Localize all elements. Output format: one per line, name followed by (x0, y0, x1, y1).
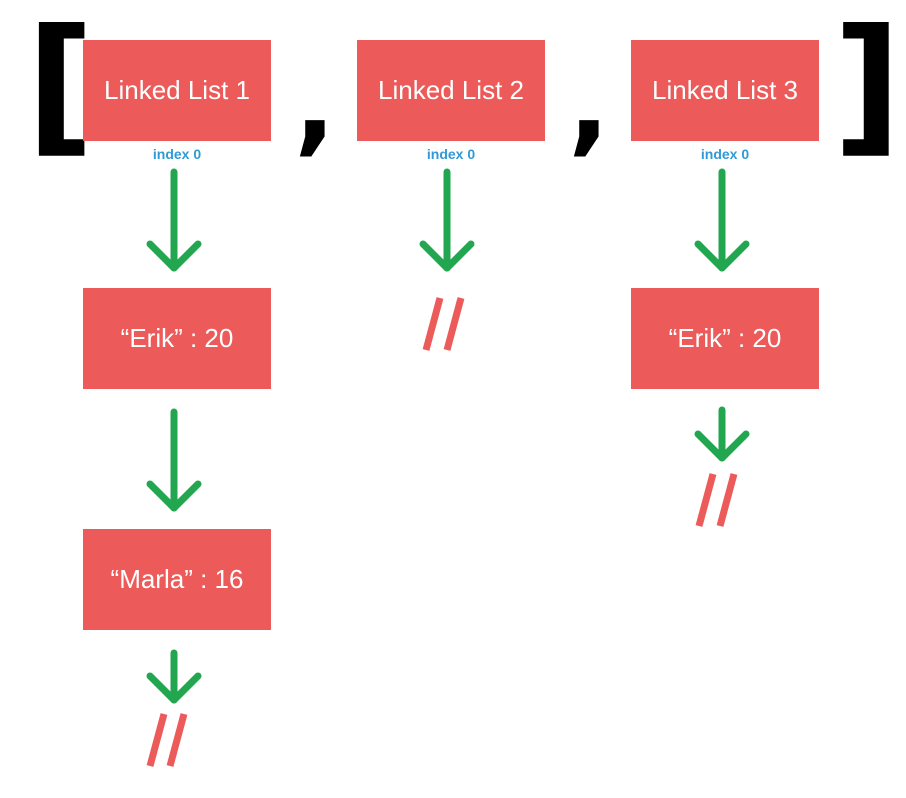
linked-list-1-index-label: index 0 (152, 146, 202, 162)
linked-list-2-header: Linked List 2 (357, 40, 545, 141)
list-1-arrow-1 (146, 168, 202, 272)
array-close-bracket: ] (833, 0, 902, 172)
list-1-arrow-3 (146, 649, 202, 704)
list-3-node-1: “Erik” : 20 (631, 288, 819, 389)
linked-list-2-index-label: index 0 (426, 146, 476, 162)
list-1-node-2: “Marla” : 16 (83, 529, 271, 630)
list-1-node-1: “Erik” : 20 (83, 288, 271, 389)
list-1-arrow-2 (146, 408, 202, 512)
list-3-null-mark (695, 473, 738, 527)
linked-list-3-header: Linked List 3 (631, 40, 819, 141)
linked-list-1-header: Linked List 1 (83, 40, 271, 141)
list-2-arrow-1 (419, 168, 475, 272)
array-separator-2: , (568, 39, 610, 167)
list-3-arrow-2 (694, 406, 750, 462)
linked-list-3-index-label: index 0 (700, 146, 750, 162)
list-2-null-mark (422, 297, 465, 351)
list-3-arrow-1 (694, 168, 750, 272)
list-1-null-mark (146, 713, 188, 767)
array-separator-1: , (294, 39, 336, 167)
